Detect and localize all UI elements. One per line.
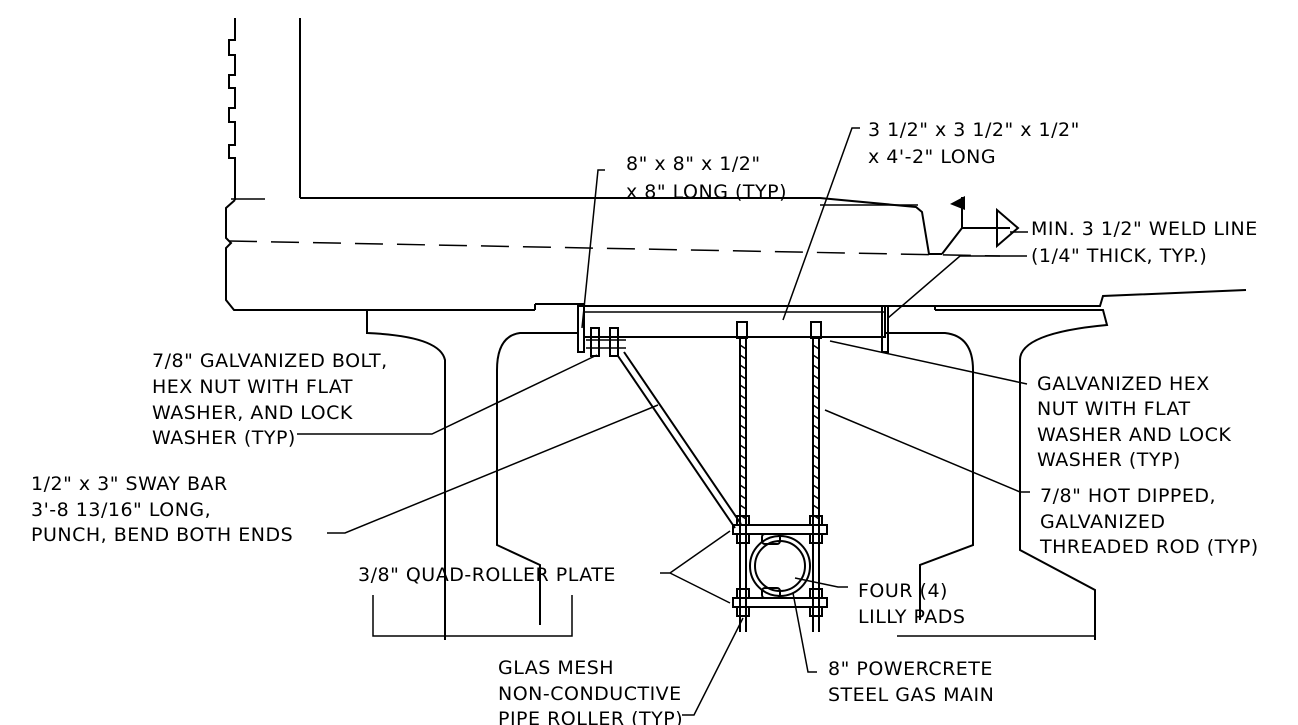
concrete-wall-and-deck — [225, 18, 1247, 311]
weld-label-line1: MIN. 3 1/2" WELD LINE — [1031, 218, 1258, 240]
bolt-label-line3: WASHER, AND LOCK — [152, 402, 353, 424]
plate-label-line1: 8" x 8" x 1/2" — [626, 153, 761, 175]
pipe-roller-label-line1: GLAS MESH — [498, 657, 614, 679]
pipe-roller-label-line2: NON-CONDUCTIVE — [498, 683, 682, 705]
hexnut-label-line2: NUT WITH FLAT — [1037, 398, 1191, 420]
plate-label-line2: x 8" LONG (TYP) — [626, 181, 787, 203]
rod-label-line2: GALVANIZED — [1040, 511, 1165, 533]
lilly-pads-label-line1: FOUR (4) — [858, 580, 948, 602]
rod-label-line3: THREADED ROD (TYP) — [1039, 536, 1259, 558]
gas-main-label-line2: STEEL GAS MAIN — [828, 684, 994, 706]
support-assembly — [577, 305, 889, 632]
angle-label-line2: x 4'-2" LONG — [868, 146, 996, 168]
quad-roller-label: 3/8" QUAD-ROLLER PLATE — [358, 564, 616, 586]
angle-label-line1: 3 1/2" x 3 1/2" x 1/2" — [868, 119, 1080, 141]
bolt-label-line1: 7/8" GALVANIZED BOLT, — [152, 350, 388, 372]
callout-labels: 3 1/2" x 3 1/2" x 1/2" x 4'-2" LONG 8" x… — [31, 119, 1259, 725]
sway-bar-label-line1: 1/2" x 3" SWAY BAR — [31, 473, 228, 495]
bolt-label-line4: WASHER (TYP) — [152, 427, 296, 449]
hexnut-label-line4: WASHER (TYP) — [1037, 449, 1181, 471]
pipe-roller-label-line3: PIPE ROLLER (TYP) — [498, 708, 683, 725]
girders — [366, 303, 1109, 640]
gas-main-label-line1: 8" POWERCRETE — [828, 658, 993, 680]
sway-bar-label-line3: PUNCH, BEND BOTH ENDS — [31, 524, 293, 546]
sway-bar-label-line2: 3'-8 13/16" LONG, — [31, 499, 211, 521]
leader-lines — [297, 127, 1095, 716]
lilly-pads-label-line2: LILLY PADS — [858, 606, 965, 628]
hexnut-label-line3: WASHER AND LOCK — [1037, 424, 1231, 446]
rod-label-line1: 7/8" HOT DIPPED, — [1040, 485, 1216, 507]
hexnut-label-line1: GALVANIZED HEX — [1037, 373, 1210, 395]
bolt-label-line2: HEX NUT WITH FLAT — [152, 376, 353, 398]
weld-label-line2: (1/4" THICK, TYP.) — [1031, 245, 1207, 267]
